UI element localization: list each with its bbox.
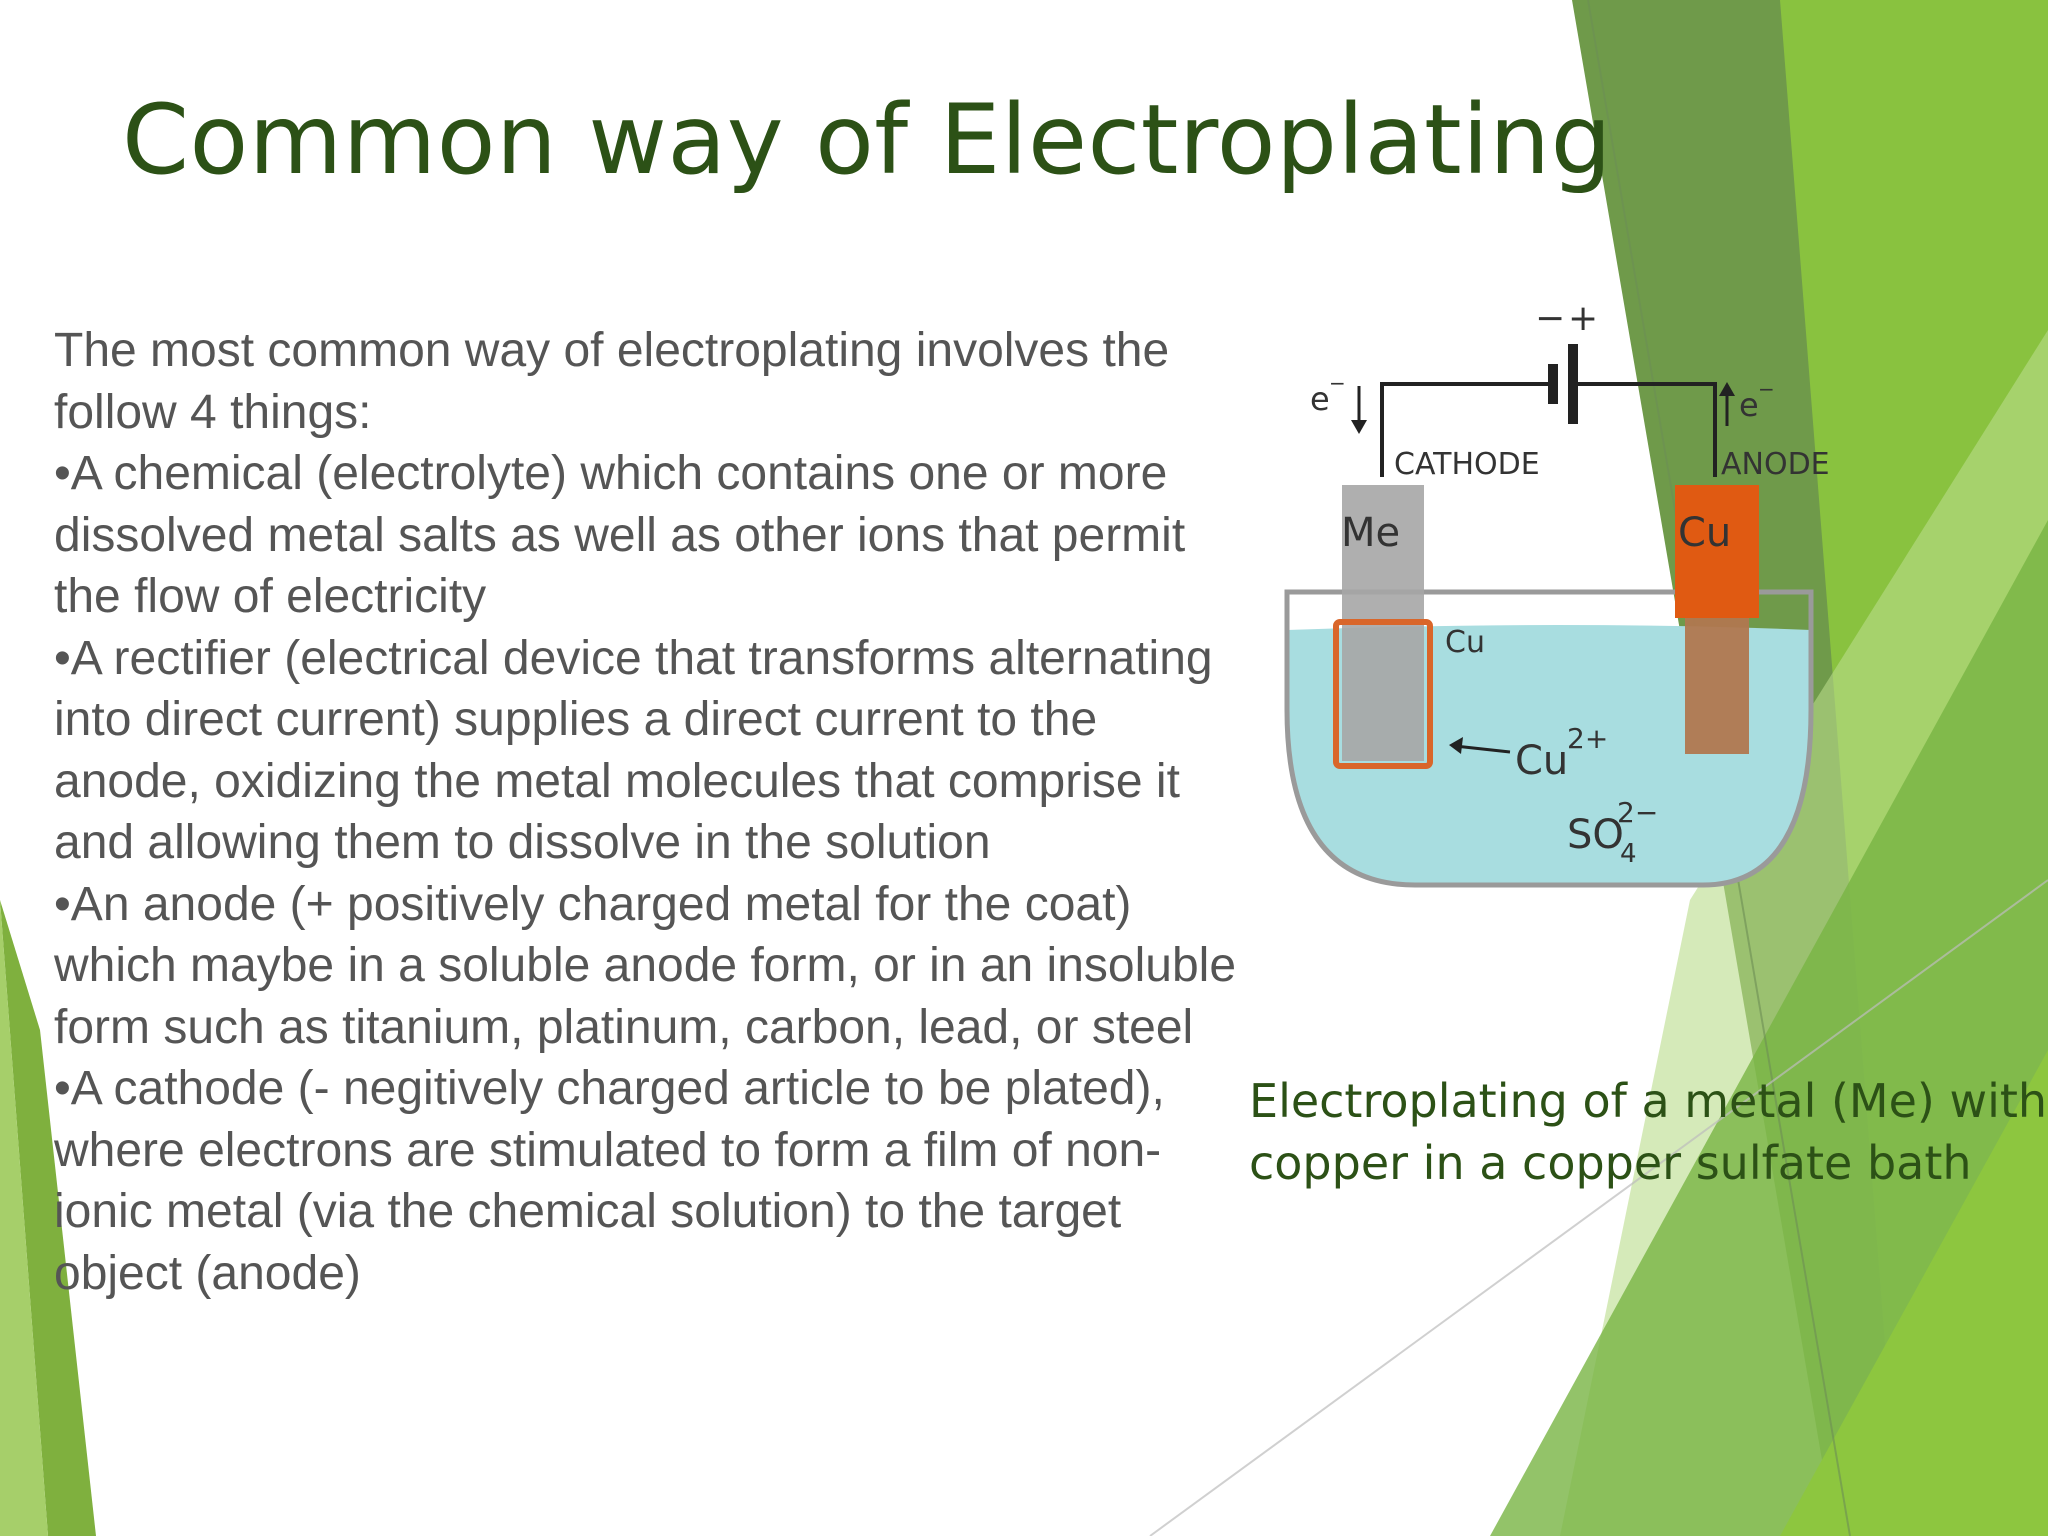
electron-left-arrowhead (1351, 420, 1367, 434)
slide-title: Common way of Electroplating (122, 84, 1613, 196)
anode-label: ANODE (1721, 447, 1830, 482)
electron-left-charge: − (1329, 371, 1346, 395)
bullet-anode: •An anode (+ positively charged metal fo… (54, 877, 1237, 1054)
anode-electrode (1675, 485, 1759, 618)
plated-layer-label: Cu (1445, 625, 1485, 660)
anion-charge: 2− (1617, 796, 1658, 829)
battery-long-plate (1568, 344, 1578, 424)
anion-subscript: 4 (1620, 839, 1637, 869)
cation-label: Cu (1515, 738, 1568, 784)
caption-line-2: copper in a copper sulfate bath (1249, 1136, 1972, 1190)
anion-label: SO (1567, 812, 1624, 858)
deco-line (1149, 879, 2048, 1536)
cathode-metal-label: Me (1341, 510, 1400, 556)
ion-arrowhead (1449, 737, 1463, 754)
deco-shape-left-light (0, 900, 48, 1536)
electron-right-label: e (1739, 386, 1759, 424)
copper-plating-layer (1333, 619, 1433, 769)
battery-short-plate (1548, 364, 1558, 404)
circuit-wire (1578, 382, 1717, 477)
electron-right-arrowhead (1719, 382, 1735, 396)
electron-right-charge: − (1758, 377, 1775, 401)
cation-charge: 2+ (1567, 722, 1608, 755)
deco-shape-left (0, 900, 96, 1536)
bullet-rectifier: •A rectifier (electrical device that tra… (54, 631, 1213, 870)
electroplating-diagram: − + e − e − CATHODE ANODE Me Cu Cu Cu 2+… (1284, 300, 1830, 888)
battery-minus-sign: − (1535, 300, 1565, 339)
anode-electrode-submerged (1685, 618, 1749, 754)
electron-left-label: e (1310, 380, 1330, 418)
bullet-cathode: •A cathode (- negitively charged article… (54, 1062, 1165, 1300)
ion-arrow (1454, 744, 1511, 754)
bath-container (1284, 589, 1814, 888)
circuit-wire (1380, 382, 1548, 477)
caption-line-1: Electroplating of a metal (Me) with (1249, 1074, 2048, 1128)
intro-paragraph: The most common way of electroplating in… (54, 324, 1170, 439)
battery-plus-sign: + (1568, 300, 1598, 339)
deco-shape-front (1780, 1050, 2048, 1536)
body-text: The most common way of electroplating in… (54, 320, 1254, 1304)
deco-shape-mid (1490, 520, 2048, 1536)
diagram-caption: Electroplating of a metal (Me) with copp… (1249, 1070, 2048, 1194)
bullet-electrolyte: •A chemical (electrolyte) which contains… (54, 447, 1186, 623)
anode-metal-label: Cu (1678, 510, 1731, 556)
cathode-label: CATHODE (1394, 447, 1540, 482)
